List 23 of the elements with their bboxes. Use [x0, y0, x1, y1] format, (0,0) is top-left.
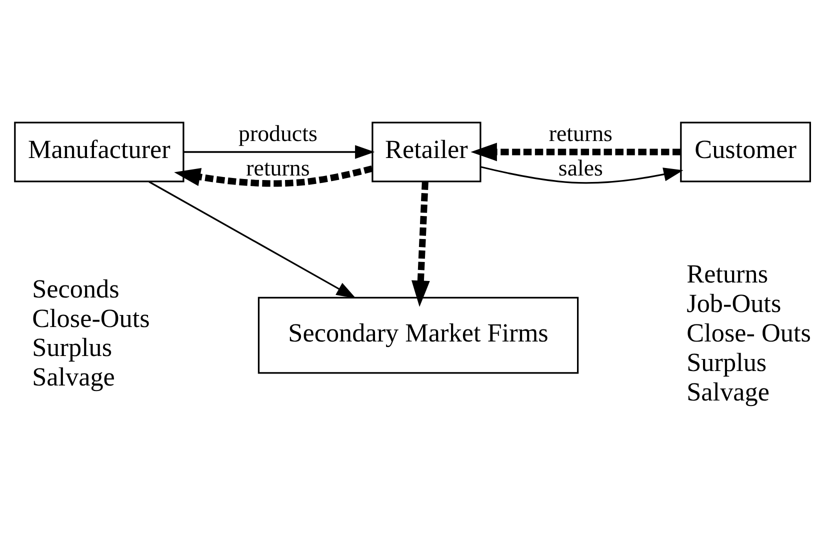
arrow [148, 180, 356, 298]
label: Seconds [32, 274, 120, 303]
edge-label: products [238, 120, 318, 146]
label: Surplus [686, 347, 767, 376]
arrow [174, 164, 373, 186]
arrow [183, 144, 375, 158]
arrow [480, 166, 684, 184]
edge-label: returns [548, 120, 612, 146]
label: Close-Outs [32, 303, 150, 332]
arrow [470, 142, 681, 161]
label: Close- Outs [686, 318, 811, 347]
label: Surplus [32, 332, 112, 362]
arrow [411, 181, 430, 306]
node-box: Retailer [372, 121, 482, 182]
edge-label: sales [558, 154, 603, 180]
node-box: Secondary Market Firms [258, 296, 579, 374]
label: Returns [686, 259, 768, 288]
label: Job-Outs [686, 288, 782, 318]
label: Salvage [686, 376, 770, 406]
edge-label: returns [246, 154, 310, 180]
label: Salvage [32, 362, 115, 392]
node-box: Customer [680, 121, 811, 182]
node-box: Manufacturer [14, 121, 184, 182]
